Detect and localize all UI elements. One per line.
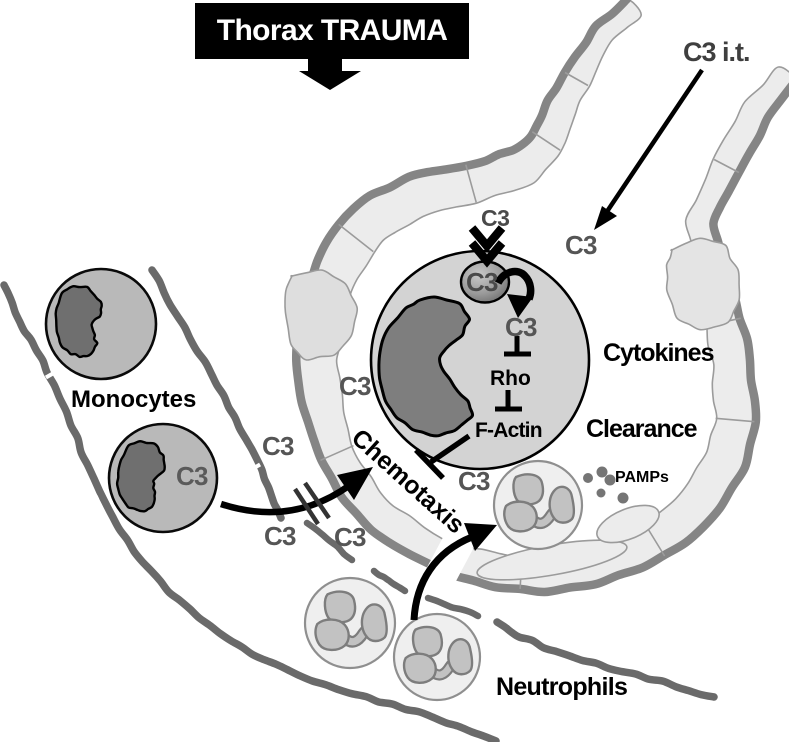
svg-text:Cytokines: Cytokines (603, 339, 714, 367)
svg-text:C3: C3 (262, 431, 294, 461)
svg-text:C3: C3 (176, 461, 208, 491)
svg-text:C3: C3 (565, 230, 597, 260)
svg-text:C3: C3 (505, 312, 537, 342)
svg-text:C3: C3 (339, 371, 371, 401)
svg-text:PAMPs: PAMPs (615, 469, 669, 486)
svg-text:C3: C3 (466, 267, 498, 297)
svg-text:Neutrophils: Neutrophils (496, 673, 627, 701)
svg-text:Rho: Rho (490, 367, 531, 390)
svg-text:Clearance: Clearance (586, 415, 698, 443)
svg-text:C3: C3 (481, 205, 509, 231)
svg-text:C3: C3 (264, 521, 296, 551)
svg-text:C3: C3 (458, 466, 490, 496)
svg-text:Monocytes: Monocytes (71, 386, 196, 413)
svg-text:Thorax TRAUMA: Thorax TRAUMA (217, 14, 448, 47)
svg-text:C3 i.t.: C3 i.t. (683, 37, 750, 67)
svg-text:C3: C3 (334, 522, 366, 552)
svg-text:F-Actin: F-Actin (475, 419, 542, 442)
